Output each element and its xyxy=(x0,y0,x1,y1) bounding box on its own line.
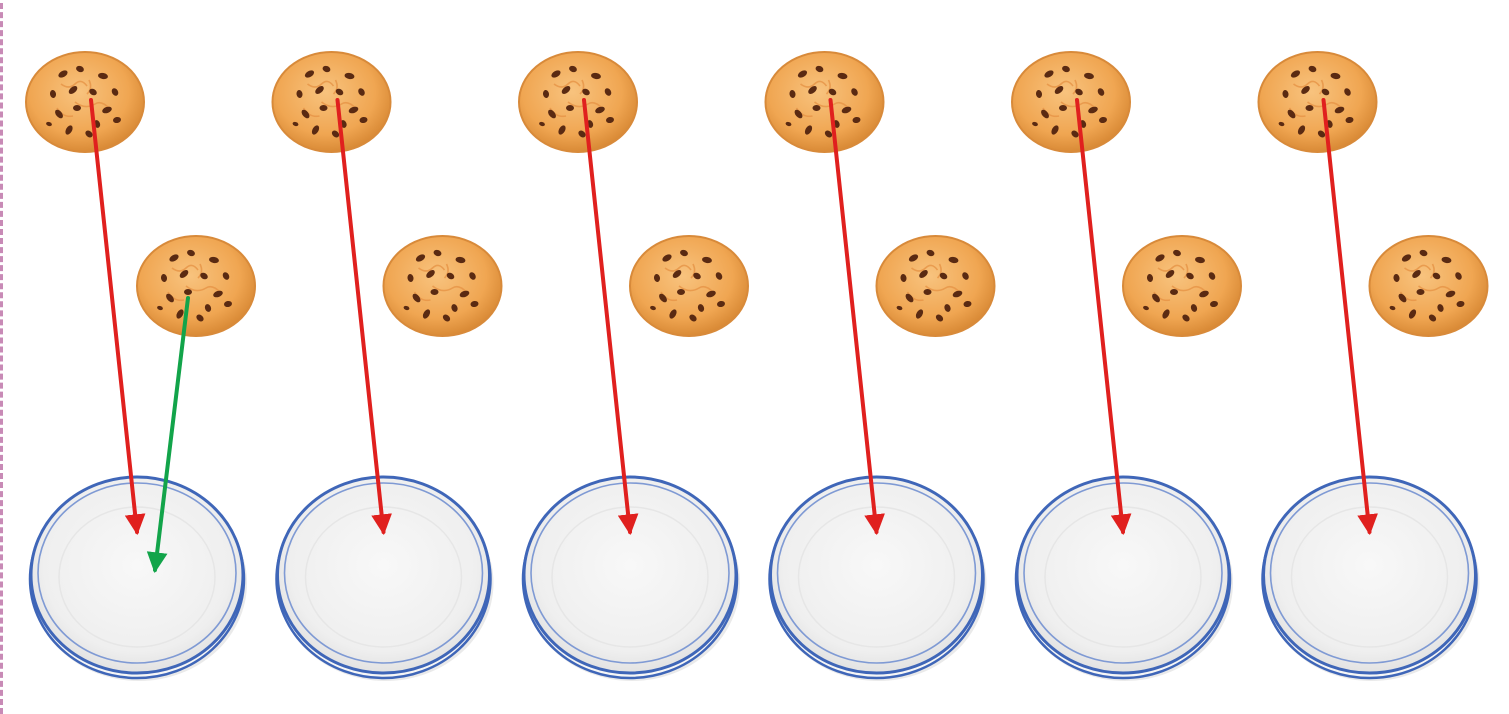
plate-icon-group-5 xyxy=(1016,477,1233,681)
red-arrow-group-3 xyxy=(584,100,630,532)
chocolate-chip xyxy=(1059,105,1067,111)
chocolate-chip xyxy=(813,105,821,111)
chocolate-chip xyxy=(924,289,932,295)
chocolate-chip xyxy=(677,289,685,295)
chocolate-chip xyxy=(431,289,439,295)
chocolate-chip xyxy=(320,105,328,111)
red-arrow-group-4 xyxy=(831,100,877,532)
chocolate-chip xyxy=(1170,289,1178,295)
cookie-body xyxy=(766,52,884,152)
chocolate-chip xyxy=(1306,105,1314,111)
cookie-icon-group-6-second xyxy=(1370,236,1488,336)
red-arrow-group-6 xyxy=(1324,100,1370,532)
cookies-layer xyxy=(26,52,1488,336)
chocolate-chip xyxy=(1417,289,1425,295)
cookie-body xyxy=(877,236,995,336)
cookie-icon-group-5-second xyxy=(1123,236,1241,336)
cookie-icon-group-2-top xyxy=(273,52,391,152)
cookie-icon-group-3-second xyxy=(630,236,748,336)
plate-icon-group-6 xyxy=(1263,477,1480,681)
chocolate-chip xyxy=(184,289,192,295)
red-arrow-group-1 xyxy=(91,100,137,532)
plate-icon-group-4 xyxy=(770,477,987,681)
cookie-icon-group-6-top xyxy=(1259,52,1377,152)
chocolate-chip xyxy=(566,105,574,111)
cookies-to-plates-diagram xyxy=(0,0,1509,699)
cookie-icon-group-4-second xyxy=(877,236,995,336)
cookie-body xyxy=(1259,52,1377,152)
cookie-body xyxy=(1370,236,1488,336)
cookie-icon-group-1-top xyxy=(26,52,144,152)
cookie-body xyxy=(1123,236,1241,336)
cookie-body xyxy=(630,236,748,336)
red-arrow-group-2 xyxy=(338,100,384,532)
cookie-body xyxy=(1012,52,1130,152)
cookie-icon-group-4-top xyxy=(766,52,884,152)
plate-icon-group-3 xyxy=(523,477,740,681)
cookie-icon-group-1-second xyxy=(137,236,255,336)
chocolate-chip xyxy=(73,105,81,111)
plate-icon-group-1 xyxy=(30,477,247,681)
cookie-icon-group-5-top xyxy=(1012,52,1130,152)
plates-layer xyxy=(30,477,1480,681)
cookie-body xyxy=(26,52,144,152)
cookie-body xyxy=(384,236,502,336)
cookie-body xyxy=(137,236,255,336)
cookie-icon-group-2-second xyxy=(384,236,502,336)
cookie-icon-group-3-top xyxy=(519,52,637,152)
plate-icon-group-2 xyxy=(277,477,494,681)
cookie-body xyxy=(519,52,637,152)
cookie-body xyxy=(273,52,391,152)
red-arrow-group-5 xyxy=(1077,100,1123,532)
